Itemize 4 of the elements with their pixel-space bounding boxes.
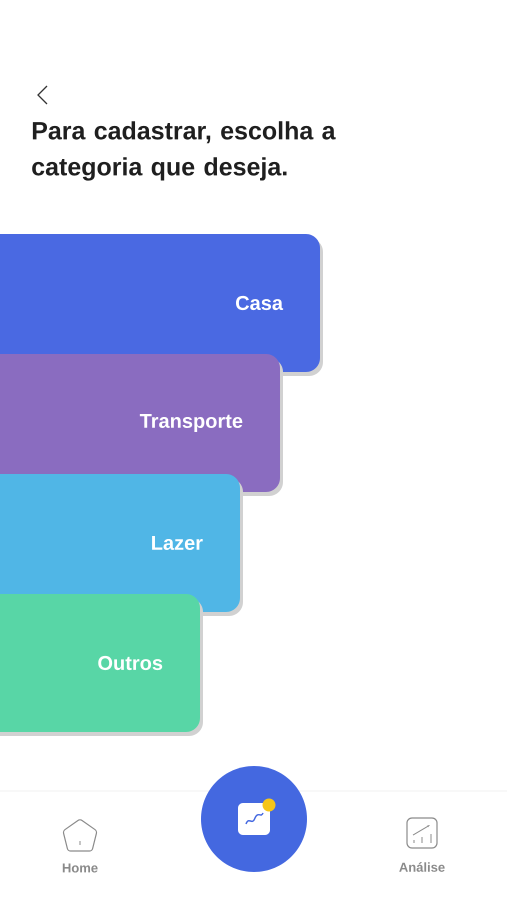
tab-label: Home bbox=[62, 863, 98, 873]
heading: Para cadastrar, escolha a categoria que deseja. bbox=[32, 121, 336, 181]
tab-label: Análise bbox=[399, 862, 445, 872]
category-card: Outros bbox=[0, 594, 203, 736]
